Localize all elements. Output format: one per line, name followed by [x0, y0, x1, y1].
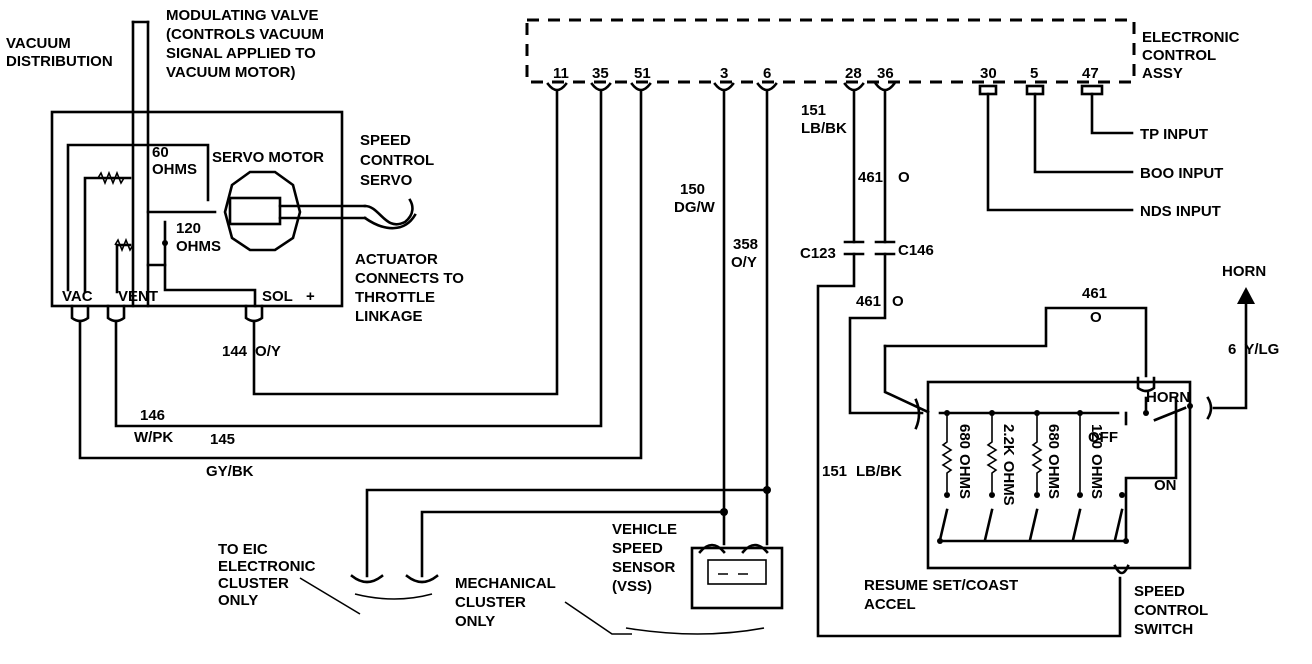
pin-36: 36 [877, 65, 894, 82]
switch-off-label: OFF [1088, 429, 1118, 446]
internal-wire-60ohm [83, 176, 132, 294]
terminal-vac [70, 304, 90, 323]
internal-wire-vac [66, 143, 210, 292]
wire-461-c-color: O [1090, 309, 1102, 326]
wire-151-lower [816, 252, 1122, 638]
wire-461-a-color: O [898, 169, 910, 186]
wire-461-a-circuit: 461 [858, 169, 883, 186]
speed-control-servo-label: SPEED CONTROL SERVO [360, 132, 438, 189]
wire-146-color: W/PK [134, 429, 173, 446]
pin-3: 3 [720, 65, 728, 82]
vacuum-distribution-label: VACUUM DISTRIBUTION [6, 35, 113, 70]
sol-terminal-label: SOL [262, 288, 293, 305]
cluster-wiring [299, 486, 771, 635]
resistor-2-label: 2.2KOHMS [1000, 424, 1017, 506]
horn-arrow-icon [1237, 287, 1255, 304]
wire-146-circuit: 146 [140, 407, 165, 424]
terminal-vent [106, 304, 126, 323]
wire-461-b-color: O [892, 293, 904, 310]
connector-c123 [843, 240, 865, 256]
internal-wire-sol [163, 220, 257, 308]
wire-150-circuit: 150 [680, 181, 705, 198]
electronic-control-assy [525, 18, 1136, 84]
wire-461-horn [883, 306, 1148, 378]
pin-6: 6 [763, 65, 771, 82]
eca-pin-connectors [546, 82, 1104, 96]
switch-on-label: ON [1154, 477, 1177, 494]
speed-control-switch [914, 376, 1213, 575]
mechanical-cluster-label: MECHANICAL CLUSTER ONLY [455, 575, 560, 630]
horn-label: HORN [1222, 263, 1266, 280]
wire-151-bottom-circuit: 151 [822, 463, 847, 480]
wire-145-color: GY/BK [206, 463, 254, 480]
nds-input-wire [986, 92, 1134, 212]
wire-461-lower [848, 252, 924, 415]
servo-motor [223, 170, 367, 252]
switch-horn-label: HORN [1146, 389, 1190, 406]
junction-dot [162, 240, 168, 246]
wire-145 [78, 90, 643, 460]
tp-input-wire [1090, 92, 1134, 135]
pin-11: 11 [553, 65, 569, 82]
vehicle-speed-sensor [690, 543, 784, 610]
wire-461-switch [883, 344, 930, 414]
vent-terminal-label: VENT [118, 288, 158, 305]
to-eic-label: TO EIC ELECTRONIC CLUSTER ONLY [218, 541, 320, 609]
eca-label: ELECTRONIC CONTROL ASSY [1142, 29, 1244, 82]
wire-146 [114, 90, 603, 428]
wire-145-circuit: 145 [210, 431, 235, 448]
c123-label: C123 [800, 245, 836, 262]
pin-51: 51 [634, 65, 651, 82]
boo-input-wire [1033, 92, 1134, 174]
modulating-valve-label: MODULATING VALVE (CONTROLS VACUUM SIGNAL… [166, 7, 328, 81]
actuator-hook [363, 198, 414, 226]
plus-terminal-label: + [306, 288, 315, 305]
wire-358-circuit: 358 [733, 236, 758, 253]
resistor-1-label: 680OHMS [956, 424, 973, 499]
wire-151-bottom-color: LB/BK [856, 463, 902, 480]
ohms-60-label: 60 OHMS [152, 144, 197, 178]
wire-144 [252, 90, 559, 396]
wire-461-b-circuit: 461 [856, 293, 881, 310]
wire-151-top-color: LB/BK [801, 120, 847, 137]
boo-input-label: BOO INPUT [1140, 165, 1223, 182]
nds-input-label: NDS INPUT [1140, 203, 1221, 220]
servo-motor-label: SERVO MOTOR [212, 149, 324, 166]
vac-terminal-label: VAC [62, 288, 93, 305]
switch-positions-label: RESUME SET/COAST ACCEL [864, 577, 1022, 613]
wire-358-color: O/Y [731, 254, 757, 271]
pin-35: 35 [592, 65, 609, 82]
connector-c146 [874, 240, 896, 256]
vss-label: VEHICLE SPEED SENSOR (VSS) [612, 521, 681, 595]
ohms-120-label: 120 OHMS [176, 220, 221, 255]
pin-47: 47 [1082, 65, 1099, 82]
wire-6 [1212, 298, 1248, 410]
actuator-label: ACTUATOR CONNECTS TO THROTTLE LINKAGE [355, 251, 468, 325]
wire-150-color: DG/W [674, 199, 716, 216]
servo-housing [50, 110, 344, 308]
pin-28: 28 [845, 65, 862, 82]
wire-461-c-circuit: 461 [1082, 285, 1107, 302]
actuator-hook-inner [363, 213, 417, 230]
c146-label: C146 [898, 242, 934, 259]
pin-5: 5 [1030, 65, 1038, 82]
resistor-60ohm [97, 170, 125, 186]
wire-151-top-circuit: 151 [801, 102, 826, 119]
tp-input-label: TP INPUT [1140, 126, 1208, 143]
speed-control-switch-label: SPEED CONTROL SWITCH [1134, 583, 1212, 638]
resistor-4-label: 120OHMS [1088, 424, 1105, 499]
pin-30: 30 [980, 65, 997, 82]
eca-input-wires [986, 92, 1134, 212]
internal-wire-120ohm [115, 243, 132, 294]
resistor-120ohm [114, 237, 134, 253]
resistor-3-label: 680OHMS [1045, 424, 1062, 499]
terminal-sol [244, 304, 264, 323]
